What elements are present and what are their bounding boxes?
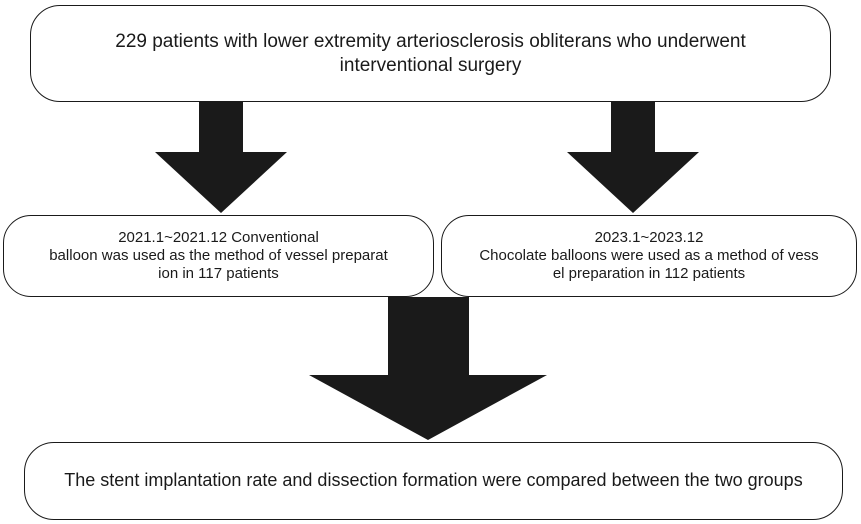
- arrow-top-to-left: [155, 75, 287, 213]
- node-conventional-balloon-group: 2021.1~2021.12 Conventional balloon was …: [3, 215, 434, 297]
- arrow-top-to-right: [567, 75, 699, 213]
- node-all-patients-text: 229 patients with lower extremity arteri…: [115, 31, 746, 76]
- node-conventional-balloon-text: 2021.1~2021.12 Conventional balloon was …: [49, 228, 388, 283]
- arrow-to-bottom: [309, 297, 547, 440]
- node-comparison-outcome-text: The stent implantation rate and dissecti…: [64, 470, 803, 491]
- node-all-patients: 229 patients with lower extremity arteri…: [30, 5, 831, 102]
- node-comparison-outcome: The stent implantation rate and dissecti…: [24, 442, 843, 520]
- node-chocolate-balloon-group: 2023.1~2023.12 Chocolate balloons were u…: [441, 215, 857, 297]
- node-chocolate-balloon-text: 2023.1~2023.12 Chocolate balloons were u…: [479, 228, 819, 283]
